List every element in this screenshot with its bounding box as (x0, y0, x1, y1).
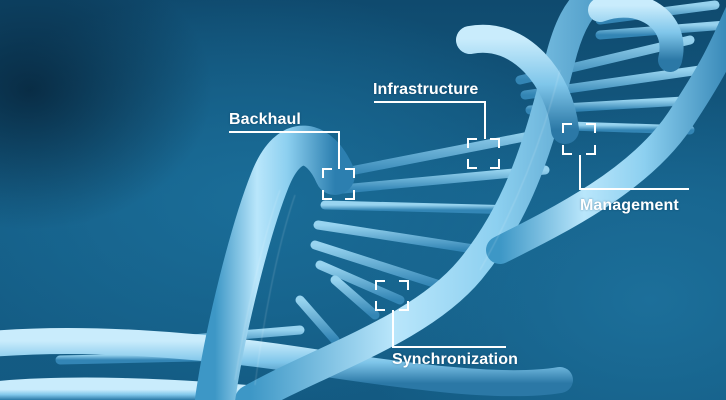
leader-line-synchronization-vertical (392, 310, 394, 348)
focus-bracket-icon (375, 280, 409, 311)
strand-middle (235, 0, 631, 400)
focus-bracket-icon (562, 123, 596, 155)
leader-line-infrastructure-horizontal (374, 101, 486, 103)
annotation-label-synchronization: Synchronization (392, 351, 518, 368)
leader-line-management-horizontal (579, 188, 689, 190)
leader-line-backhaul-horizontal (229, 131, 340, 133)
leader-line-synchronization-horizontal (392, 346, 506, 348)
leader-line-backhaul-vertical (338, 131, 340, 169)
strand-top-arc (456, 24, 579, 144)
annotation-label-infrastructure: Infrastructure (373, 81, 479, 98)
leader-line-management-vertical (579, 155, 581, 190)
annotation-label-management: Management (580, 197, 679, 214)
focus-bracket-icon (322, 168, 355, 200)
strand-front (195, 125, 355, 400)
strand-top-right-arc (588, 0, 684, 72)
annotation-label-backhaul: Backhaul (229, 111, 301, 128)
focus-bracket-icon (467, 138, 500, 169)
strand-texture (234, 69, 561, 386)
leader-line-infrastructure-vertical (484, 101, 486, 139)
